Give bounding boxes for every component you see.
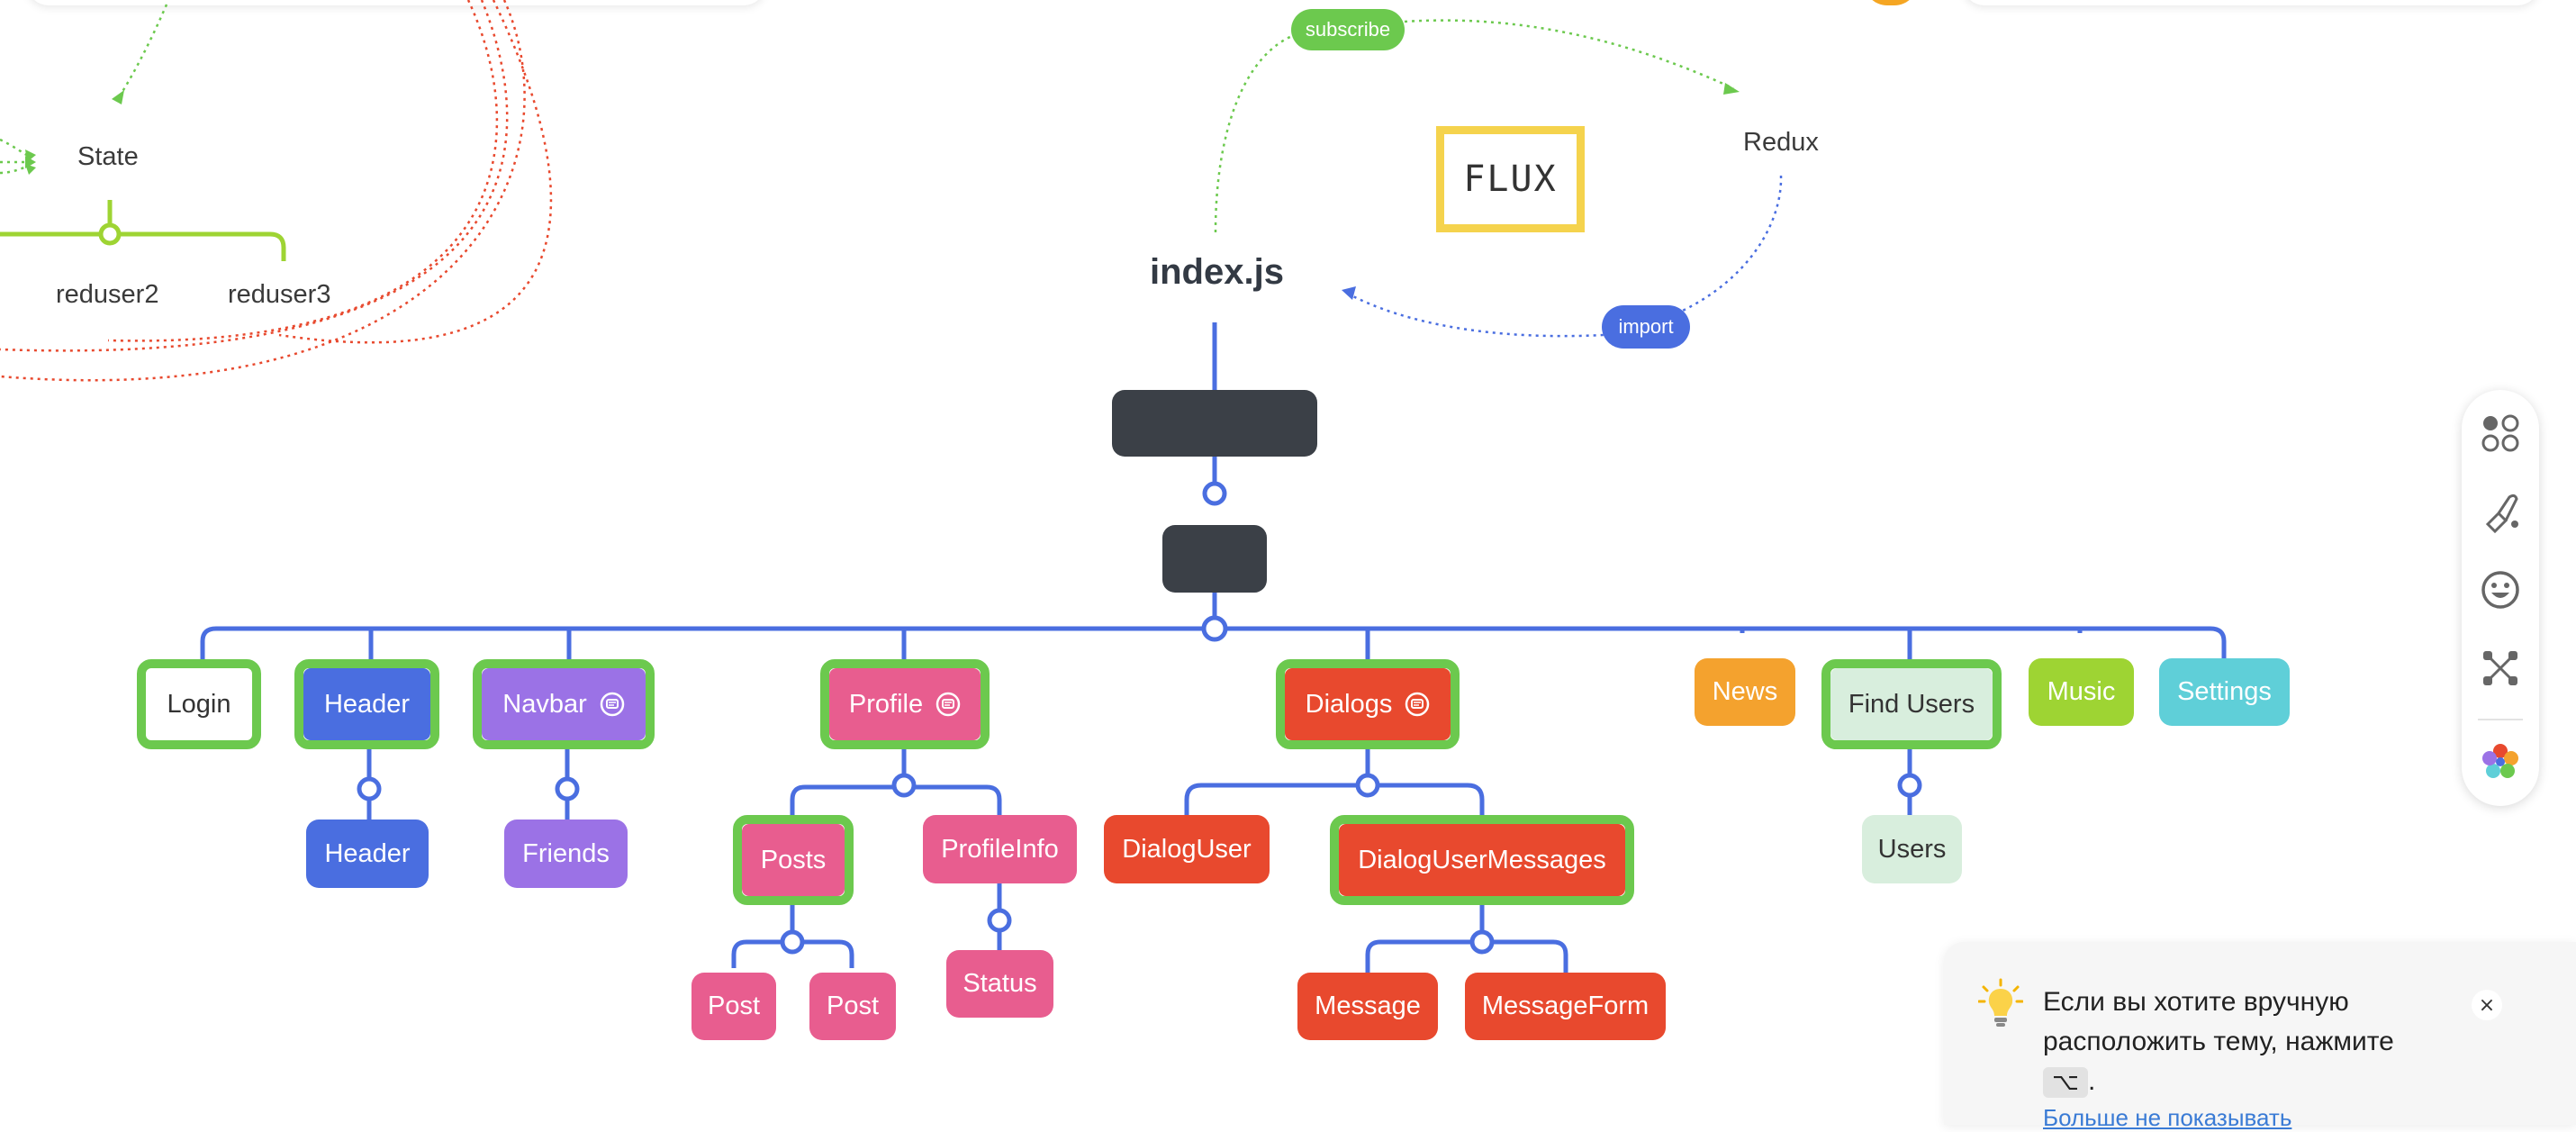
comment-icon[interactable] bbox=[1405, 692, 1430, 717]
comment-icon[interactable] bbox=[935, 692, 961, 717]
top-right-card bbox=[1963, 0, 2539, 5]
node-browserrouter[interactable] bbox=[1112, 390, 1317, 457]
node-findusers[interactable]: Find Users bbox=[1830, 668, 1993, 740]
node-dialogs-label: Dialogs bbox=[1305, 689, 1393, 719]
node-header[interactable]: Header bbox=[303, 668, 430, 740]
relationship-lines-red bbox=[0, 0, 553, 382]
highlight-login bbox=[137, 659, 261, 749]
node-message[interactable]: Message bbox=[1297, 973, 1438, 1040]
node-posts[interactable]: Posts bbox=[742, 824, 845, 896]
relationship-lines-green bbox=[0, 4, 1734, 233]
highlight-findusers bbox=[1821, 659, 2002, 749]
node-friends[interactable]: Friends bbox=[504, 820, 628, 888]
highlight-dialogusermessages bbox=[1330, 815, 1634, 905]
emoji-icon[interactable] bbox=[2473, 563, 2527, 617]
comment-icon[interactable] bbox=[600, 692, 625, 717]
node-dialogusermessages[interactable]: DialogUserMessages bbox=[1339, 824, 1625, 896]
node-app[interactable] bbox=[1162, 525, 1267, 593]
reduser2-label[interactable]: reduser2 bbox=[56, 280, 159, 309]
hint-message: Если вы хотите вручную расположить тему,… bbox=[2043, 987, 2394, 1098]
reduser3-label[interactable]: reduser3 bbox=[228, 280, 331, 309]
hint-text: Если вы хотите вручную расположить тему,… bbox=[2043, 987, 2394, 1056]
flux-image[interactable]: FLUX bbox=[1436, 126, 1585, 232]
arrowheads-green bbox=[25, 83, 1740, 175]
node-messageform[interactable]: MessageForm bbox=[1465, 973, 1666, 1040]
node-dialogs[interactable]: Dialogs bbox=[1285, 668, 1451, 740]
highlight-navbar bbox=[473, 659, 655, 749]
arrowhead-import bbox=[1342, 286, 1356, 300]
node-profile[interactable]: Profile bbox=[829, 668, 981, 740]
state-connector bbox=[0, 200, 286, 261]
node-header-child[interactable]: Header bbox=[306, 820, 429, 888]
redux-label[interactable]: Redux bbox=[1743, 128, 1819, 157]
right-toolbar bbox=[2462, 390, 2539, 806]
node-post-2[interactable]: Post bbox=[809, 973, 896, 1040]
node-users[interactable]: Users bbox=[1862, 815, 1962, 883]
lightbulb-icon bbox=[1978, 978, 2023, 1027]
layout-icon[interactable] bbox=[2473, 406, 2527, 460]
state-junction bbox=[98, 222, 122, 246]
node-profileinfo[interactable]: ProfileInfo bbox=[923, 815, 1077, 883]
option-key-badge: ⌥ bbox=[2043, 1067, 2088, 1098]
color-theme-icon[interactable] bbox=[2473, 735, 2527, 789]
relationship-icon[interactable] bbox=[2473, 641, 2527, 695]
sticker-icon bbox=[1864, 0, 1918, 5]
highlight-profile bbox=[820, 659, 990, 749]
root-topic[interactable]: index.js bbox=[1150, 252, 1284, 292]
hint-popup: Если вы хотите вручную расположить тему,… bbox=[1944, 942, 2576, 1131]
node-status[interactable]: Status bbox=[946, 950, 1053, 1018]
highlight-header bbox=[294, 659, 439, 749]
node-navbar[interactable]: Navbar bbox=[482, 668, 646, 740]
import-label[interactable]: import bbox=[1602, 305, 1690, 349]
toolbar-separator bbox=[2478, 719, 2523, 720]
node-profile-label: Profile bbox=[848, 689, 924, 719]
highlight-dialogs bbox=[1276, 659, 1460, 749]
node-dialoguser[interactable]: DialogUser bbox=[1104, 815, 1270, 883]
highlight-posts bbox=[733, 815, 854, 905]
top-left-card bbox=[27, 0, 765, 5]
node-news[interactable]: News bbox=[1695, 658, 1795, 726]
subscribe-label[interactable]: subscribe bbox=[1291, 9, 1405, 50]
tree-junctions bbox=[357, 481, 1922, 955]
node-settings[interactable]: Settings bbox=[2159, 658, 2290, 726]
close-icon[interactable]: × bbox=[2472, 990, 2502, 1020]
style-brush-icon[interactable] bbox=[2473, 484, 2527, 539]
node-music[interactable]: Music bbox=[2029, 658, 2134, 726]
node-navbar-label: Navbar bbox=[502, 689, 587, 719]
state-label[interactable]: State bbox=[77, 142, 139, 171]
dont-show-again-link[interactable]: Больше не показывать bbox=[2043, 1104, 2292, 1131]
node-login[interactable]: Login bbox=[146, 668, 252, 740]
node-post-1[interactable]: Post bbox=[691, 973, 776, 1040]
